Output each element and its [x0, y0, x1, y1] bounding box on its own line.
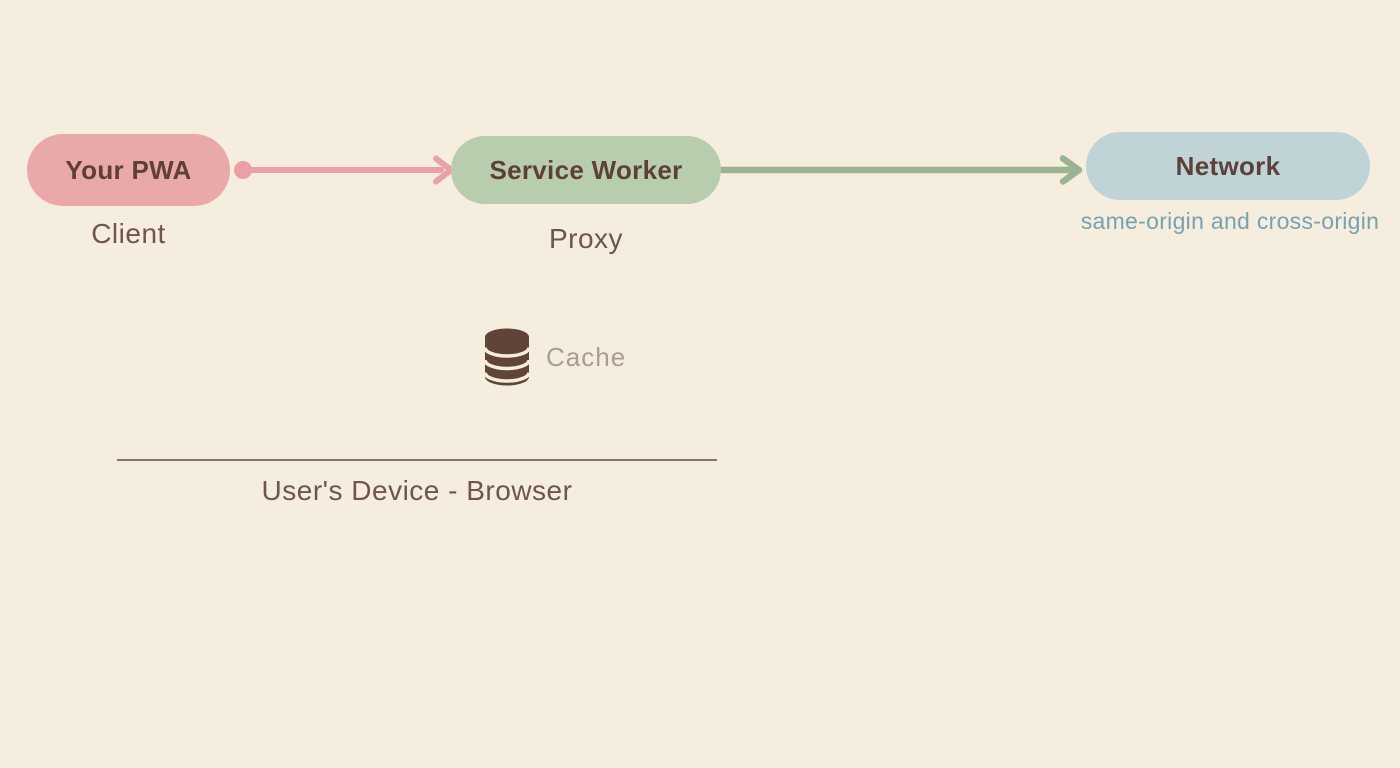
- pwa-arrow-head-icon: [433, 155, 454, 185]
- cache-label: Cache: [546, 341, 627, 372]
- node-network-label: Network: [1175, 150, 1281, 181]
- node-service-worker-label: Service Worker: [489, 154, 683, 185]
- node-service-worker: Service Worker: [451, 136, 721, 204]
- node-network: Network: [1086, 132, 1370, 200]
- cache-group: Cache: [483, 328, 626, 386]
- network-sublabel: same-origin and cross-origin: [1080, 208, 1380, 234]
- pwa-arrow-start-dot: [234, 161, 252, 179]
- node-your-pwa: Your PWA: [27, 134, 230, 206]
- client-label: Client: [91, 218, 166, 249]
- proxy-label: Proxy: [548, 223, 624, 254]
- device-boundary-line: [117, 459, 717, 461]
- device-label: User's Device - Browser: [261, 475, 573, 506]
- network-arrow-head-icon: [1059, 155, 1083, 185]
- node-your-pwa-label: Your PWA: [65, 154, 192, 185]
- database-icon: [483, 328, 531, 386]
